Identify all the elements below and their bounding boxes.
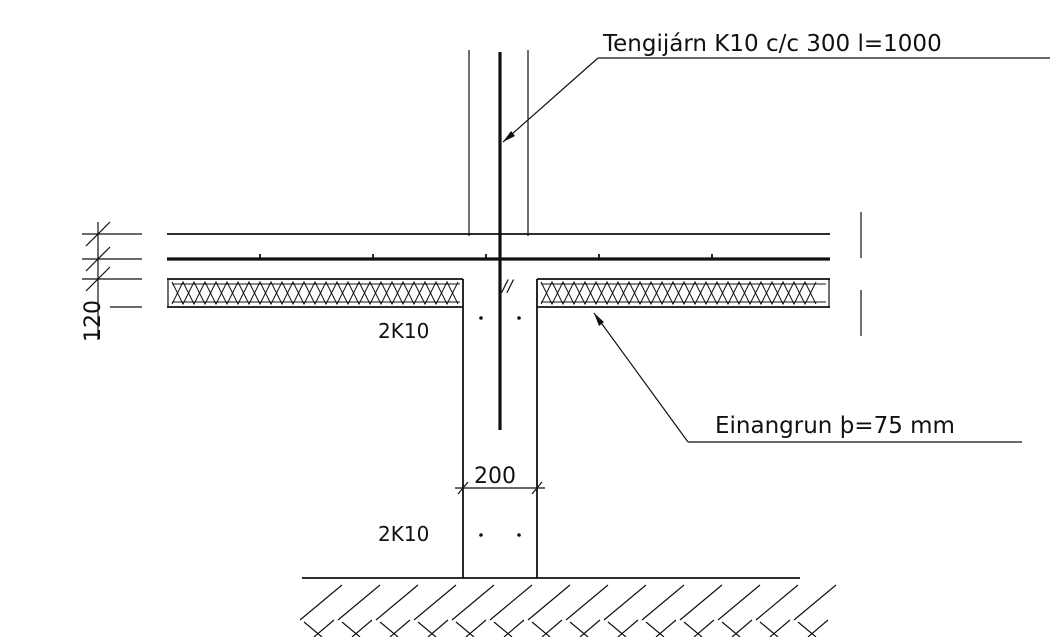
insulation-callout-label: Einangrun þ=75 mm xyxy=(715,413,955,439)
rebar-callout-label: Tengijárn K10 c/c 300 l=1000 xyxy=(602,31,942,57)
foundation-wall xyxy=(462,279,538,578)
floor-slab xyxy=(167,233,830,308)
insulation-callout-leader xyxy=(593,312,1022,443)
rebar-label-upper: 2K10 xyxy=(378,319,429,343)
dimension-width xyxy=(455,481,545,495)
insulation-left xyxy=(171,280,460,306)
dimension-width-label: 200 xyxy=(474,464,516,489)
upper-wall xyxy=(468,50,529,236)
rebar-label-lower: 2K10 xyxy=(378,522,429,546)
insulation-right xyxy=(540,280,826,306)
rebar-dots-lower xyxy=(479,533,521,537)
joint-mark: // xyxy=(500,276,514,295)
rebar-callout-leader xyxy=(502,57,1050,143)
dimension-thickness xyxy=(82,221,142,340)
rebar-dots-upper xyxy=(479,316,521,320)
slab-rebar-ticks xyxy=(259,254,713,259)
dimension-thickness-label: 120 xyxy=(81,300,106,342)
ground-hatch xyxy=(299,584,837,637)
